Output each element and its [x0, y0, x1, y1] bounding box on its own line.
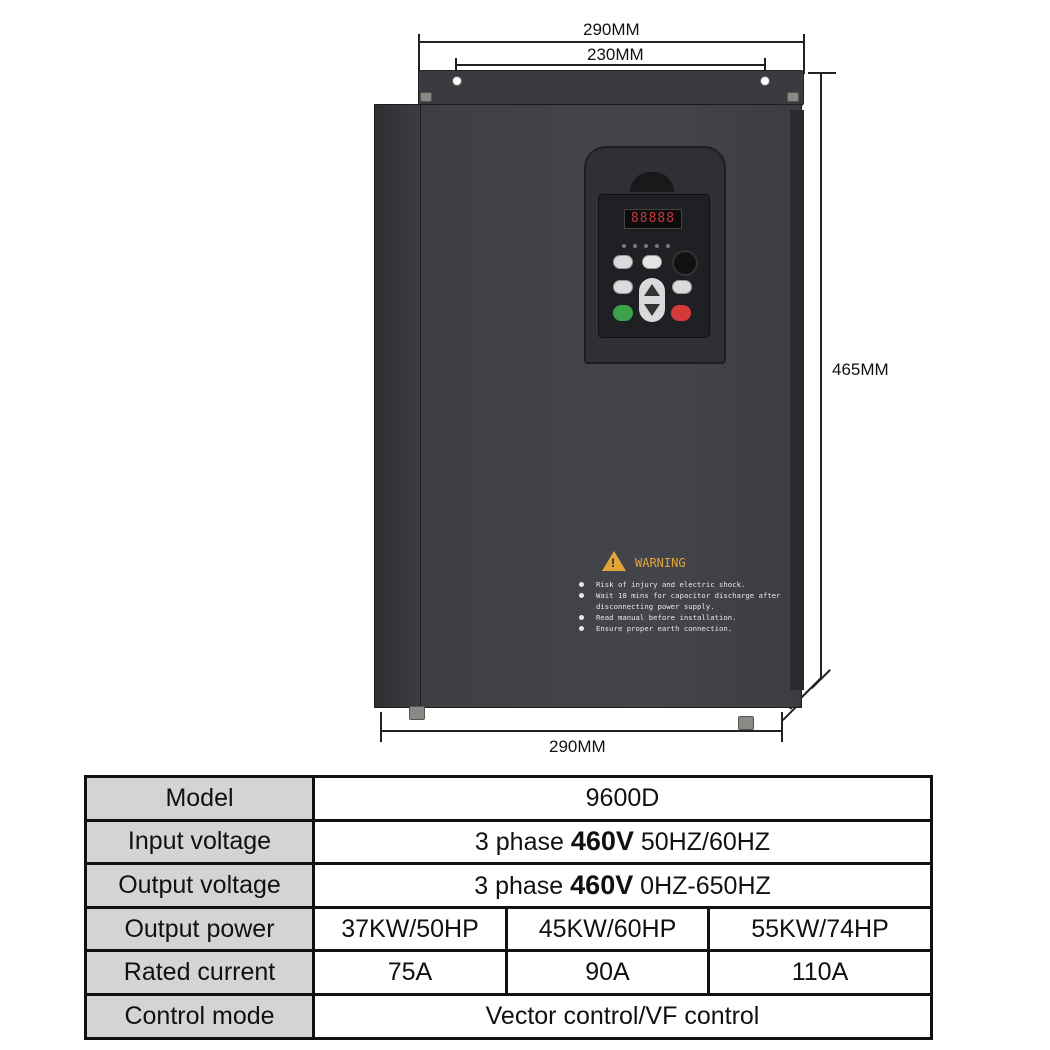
warning-line: Read manual before installation. [578, 612, 772, 623]
device-right-edge [790, 110, 804, 690]
rated-current-cell: 110A [707, 949, 933, 996]
arrow-down-icon [644, 304, 660, 316]
dimension-top-outer-label: 290MM [583, 20, 640, 39]
arrow-up-icon [644, 284, 660, 296]
row-header-output-voltage: Output voltage [84, 862, 315, 909]
rated-current-cell: 90A [505, 949, 710, 996]
warning-triangle-icon [602, 551, 626, 571]
top-screw-right [787, 92, 799, 102]
mounting-bracket [418, 70, 804, 106]
warning-line: disconnecting power supply. [596, 602, 715, 611]
warning-line: Risk of injury and electric shock. [578, 579, 772, 590]
warning-label: ! WARNING Risk of injury and electric sh… [572, 548, 781, 640]
mounting-hole-right [760, 76, 770, 86]
enter-key [672, 280, 692, 294]
keypad-handle [630, 172, 674, 192]
prog-key [613, 255, 633, 269]
output-voltage-value: 3 phase 460V 0HZ-650HZ [312, 862, 933, 909]
control-mode-value: Vector control/VF control [312, 992, 933, 1040]
output-power-cell: 55KW/74HP [707, 905, 933, 953]
table-row: Input voltage 3 phase 460V 50HZ/60HZ [84, 818, 933, 866]
dimension-top-inner-label: 230MM [587, 45, 644, 64]
dimension-height-label: 465MM [832, 360, 889, 379]
output-power-cell: 45KW/60HP [505, 905, 710, 953]
top-screw-left [420, 92, 432, 102]
row-header-control-mode: Control mode [84, 992, 315, 1040]
model-value: 9600D [312, 775, 933, 822]
speed-knob [672, 250, 698, 276]
up-down-keys [639, 278, 665, 322]
table-row: Output voltage 3 phase 460V 0HZ-650HZ [84, 862, 933, 909]
stop-key [671, 305, 691, 321]
table-row: Control mode Vector control/VF control [84, 992, 933, 1040]
shift-key [613, 280, 633, 294]
input-voltage-value: 3 phase 460V 50HZ/60HZ [312, 818, 933, 866]
table-row: Model 9600D [84, 775, 933, 822]
forward-key [642, 255, 662, 269]
spec-table: Model 9600D Input voltage 3 phase 460V 5… [84, 775, 933, 1040]
row-header-input-voltage: Input voltage [84, 818, 315, 866]
row-header-output-power: Output power [84, 905, 315, 953]
output-power-cell: 37KW/50HP [312, 905, 508, 953]
warning-line: Wait 10 mins for capacitor discharge aft… [578, 590, 781, 601]
device-side-panel [374, 104, 424, 708]
run-key [613, 305, 633, 321]
row-header-model: Model [84, 775, 315, 822]
led-display: 88888 [624, 209, 682, 229]
table-row: Output power 37KW/50HP 45KW/60HP 55KW/74… [84, 905, 933, 953]
warning-line: Ensure proper earth connection. [578, 623, 772, 634]
mounting-hole-left [452, 76, 462, 86]
table-row: Rated current 75A 90A 110A [84, 949, 933, 996]
warning-title: WARNING [635, 556, 686, 570]
dimension-bottom-label: 290MM [549, 737, 606, 756]
row-header-rated-current: Rated current [84, 949, 315, 996]
status-indicators [622, 235, 682, 248]
foot-left [409, 706, 425, 720]
rated-current-cell: 75A [312, 949, 508, 996]
foot-right [738, 716, 754, 730]
